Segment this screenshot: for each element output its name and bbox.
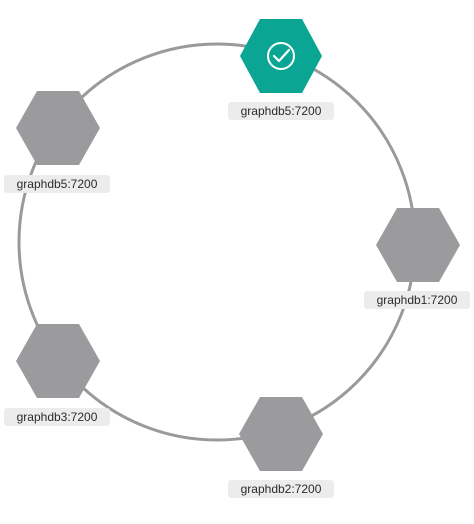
node-hexagon: [376, 208, 460, 282]
node-label-background: [228, 480, 334, 498]
node-label-background: [364, 291, 470, 309]
node-hexagon: [239, 397, 323, 471]
node-label: graphdb1:7200: [377, 293, 458, 307]
cluster-node-top[interactable]: graphdb5:7200: [228, 19, 334, 120]
node-label: graphdb3:7200: [17, 410, 98, 424]
node-hexagon: [16, 324, 100, 398]
node-label: graphdb5:7200: [17, 177, 98, 191]
node-hexagon: [240, 19, 322, 93]
node-label: graphdb2:7200: [241, 482, 322, 496]
node-label-background: [228, 102, 334, 120]
cluster-node-top-left[interactable]: graphdb5:7200: [4, 91, 110, 193]
node-label: graphdb5:7200: [241, 104, 322, 118]
node-label-background: [4, 408, 110, 426]
check-circle-icon: [267, 42, 295, 70]
cluster-node-bottom[interactable]: graphdb2:7200: [228, 397, 334, 498]
node-label-background: [4, 175, 110, 193]
cluster-node-right[interactable]: graphdb1:7200: [364, 208, 470, 309]
node-hexagon: [16, 91, 100, 165]
cluster-node-bottom-left[interactable]: graphdb3:7200: [4, 324, 110, 426]
